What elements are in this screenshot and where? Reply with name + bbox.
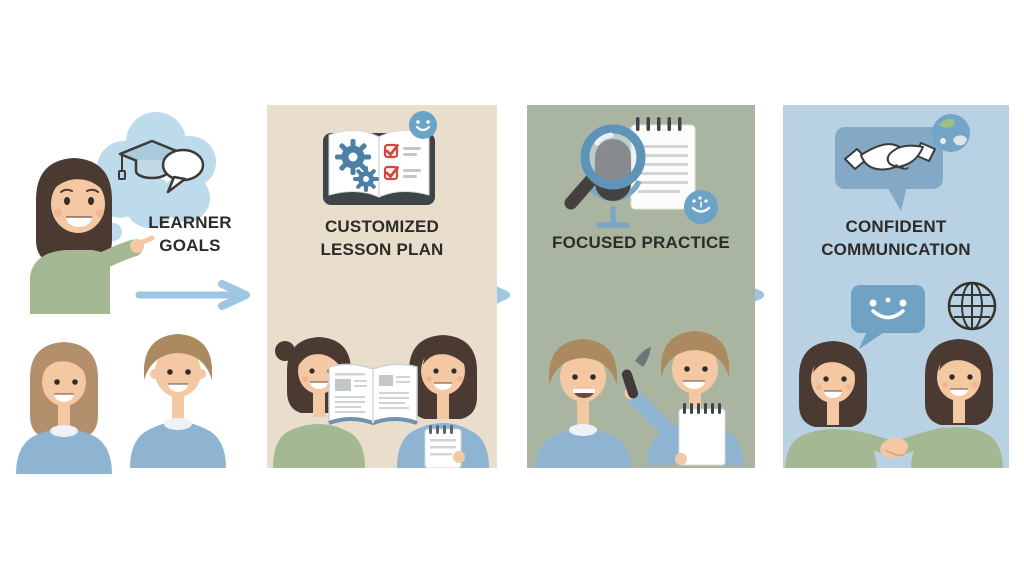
- gear-icon: [335, 139, 379, 192]
- lesson-scene-figures: [273, 335, 489, 468]
- stage-label-line: LEARNER: [148, 213, 232, 232]
- speech-bubble-icon: [161, 148, 205, 194]
- globe-badge-icon: [932, 114, 970, 152]
- handshake-bubble-icon: [835, 114, 970, 211]
- notepad-icon: [424, 425, 465, 468]
- checklist-icon: [383, 143, 421, 181]
- stage-label-line: CUSTOMIZED: [324, 217, 440, 236]
- lesson-plan-book-icon: [323, 111, 437, 205]
- stage-label-customized-lesson-plan: CUSTOMIZED LESSON PLAN: [267, 215, 497, 261]
- stage-label-confident-communication: CONFIDENT COMMUNICATION: [783, 215, 1009, 261]
- stage-label-learner-goals: LEARNER GOALS: [126, 211, 254, 257]
- clasped-hands: [880, 437, 908, 459]
- notepad-icon: [675, 403, 726, 466]
- gesture-mark: [635, 347, 651, 367]
- speaking-learner-figure: [535, 339, 631, 468]
- greeting-figure-right: [889, 339, 1003, 468]
- open-book-icon: [328, 363, 418, 426]
- stage-label-focused-practice: FOCUSED PRACTICE: [527, 231, 755, 254]
- student-pair-figures: [16, 334, 226, 474]
- communication-icons: [851, 281, 997, 349]
- practice-icon-cluster: [564, 117, 718, 228]
- stage-label-line: FOCUSED PRACTICE: [552, 233, 730, 252]
- smiley-badge-icon: [409, 111, 437, 139]
- globe-outline-icon: [947, 281, 997, 331]
- stage-focused-practice: FOCUSED PRACTICE: [527, 105, 755, 468]
- learner-notepad-figure: [397, 335, 489, 468]
- magnifier-icon: [564, 124, 646, 210]
- stage-confident-communication: CONFIDENT COMMUNICATION: [783, 105, 1009, 468]
- stage-label-line: CONFIDENT: [845, 217, 947, 236]
- male-student-figure: [130, 334, 226, 468]
- greeting-figure-left: [785, 341, 899, 468]
- smiley-speech-bubble-icon: [851, 285, 925, 349]
- practice-scene-figures: [535, 331, 743, 468]
- speech-badge-icon: [684, 190, 718, 224]
- flow-arrow-1: [135, 280, 250, 310]
- stage-customized-lesson-plan: CUSTOMIZED LESSON PLAN: [267, 105, 497, 468]
- handheld-microphone-icon: [621, 369, 639, 399]
- handshake-icon: [844, 142, 936, 171]
- stage-label-line: LESSON PLAN: [320, 240, 444, 259]
- teacher-figure: [30, 158, 155, 314]
- handshake-scene-figures: [785, 339, 1003, 468]
- female-student-figure: [16, 342, 112, 474]
- stage-label-line: COMMUNICATION: [821, 240, 971, 259]
- stage-label-line: GOALS: [159, 236, 221, 255]
